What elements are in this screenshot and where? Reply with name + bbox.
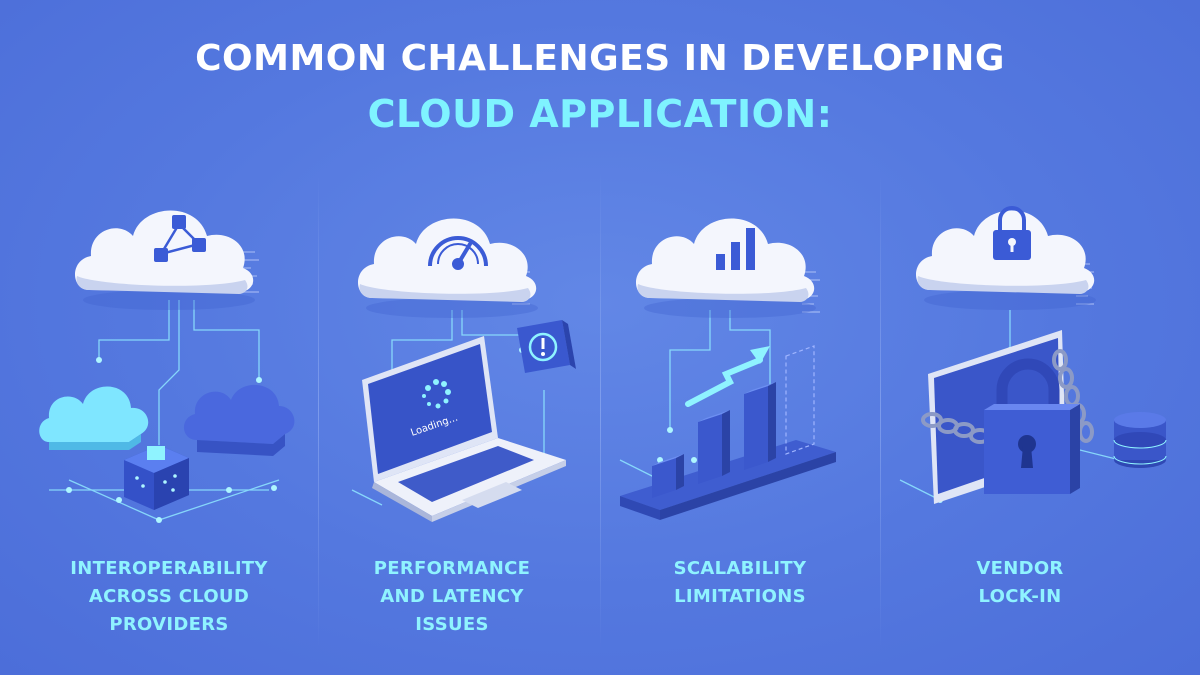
cloud-icon [916,210,1096,310]
scalability-illustration [619,218,836,520]
performance-illustration: Loading... [351,218,576,522]
growth-bars [652,345,815,498]
database-icon [1113,412,1167,468]
challenge-label: PERFORMANCE AND LATENCY ISSUES [373,558,531,635]
column-divider [318,170,319,650]
big-padlock-icon [984,358,1080,494]
challenge-performance: Loading... PERFORMANCE AND LATENCY ISSUE… [312,160,592,660]
page-subtitle: CLOUD APPLICATION: [367,92,833,136]
blue-cloud-icon [183,384,295,456]
laptop-icon: Loading... [362,336,566,522]
cloud-icon [636,218,816,318]
loading-spinner-icon [422,379,451,409]
challenge-scalability: SCALABILITY LIMITATIONS [600,160,880,660]
challenge-label: SCALABILITY LIMITATIONS [673,558,807,607]
cyan-cloud-icon [39,386,149,450]
speedometer-icon [428,236,488,270]
platform [620,440,836,520]
warning-icon [517,320,576,373]
column-divider [600,170,601,650]
cloud-icon [358,218,538,318]
network-nodes-icon [154,215,206,262]
chip-icon [124,445,189,510]
interoperability-illustration [39,210,295,523]
column-divider [880,170,881,650]
challenge-vendor-lock-in: VENDOR LOCK-IN [880,160,1167,660]
challenge-interoperability: INTEROPERABILITY ACROSS CLOUD PROVIDERS [29,160,309,660]
bar-chart-icon [716,228,755,270]
trend-arrow-icon [685,346,770,407]
chain-icon [921,349,1094,444]
page-title: COMMON CHALLENGES IN DEVELOPING [195,38,1005,79]
vendor-lock-in-illustration [899,206,1167,504]
challenge-label: VENDOR LOCK-IN [976,558,1064,607]
challenge-label: INTEROPERABILITY ACROSS CLOUD PROVIDERS [70,558,268,635]
padlock-icon [993,206,1031,260]
